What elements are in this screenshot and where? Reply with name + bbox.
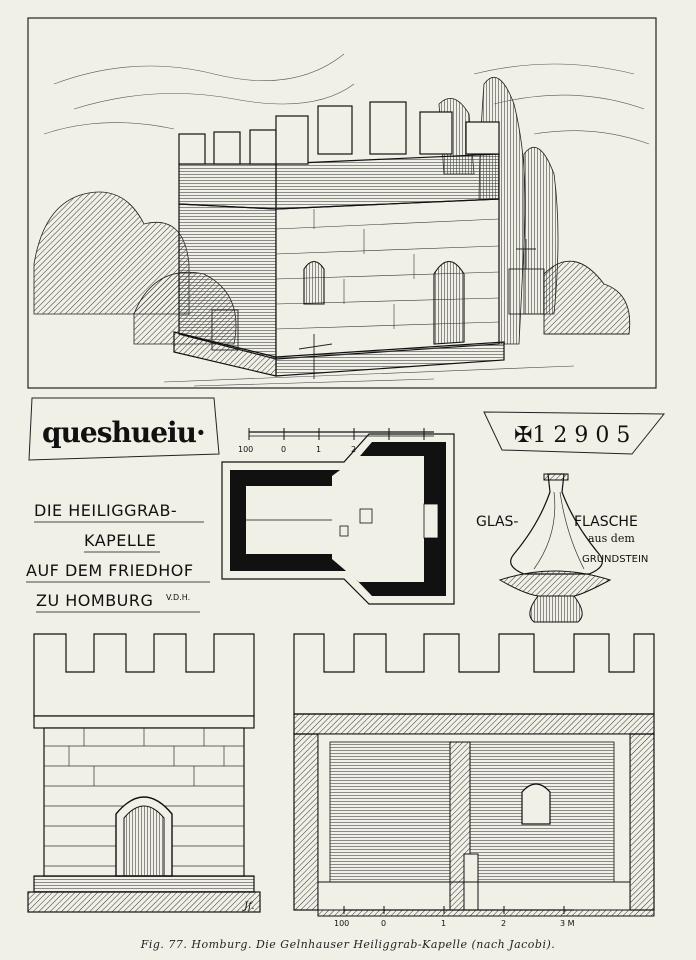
scale-top-tick-2: 1 (316, 445, 321, 454)
title-line-4-sup: V.D.H. (166, 593, 190, 602)
signature: Jf. (242, 901, 255, 912)
bottle-label-glas: GLAS- (476, 514, 519, 530)
figure-caption-text: Fig. 77. Homburg. Die Gelnhauser Heiligg… (140, 938, 556, 951)
gothic-inscription-panel: queshueiu· (28, 397, 220, 461)
title-line-4: ZU HOMBURG (36, 591, 153, 610)
plate-drawing: queshueiu· ✠1 2 9 0 5 100 0 1 2 3 4 M DI… (26, 17, 666, 928)
scale-top-tick-0: 100 (238, 445, 253, 454)
date-inscription-text: ✠1 2 9 0 5 (514, 423, 630, 448)
title-line-3: AUF DEM FRIEDHOF (26, 561, 194, 580)
bottle-label-grundstein: GRUNDSTEIN (582, 554, 648, 565)
scale-top-tick-3: 2 (351, 445, 356, 454)
scale-top-tick-1: 0 (281, 445, 286, 454)
title-block: DIE HEILIGGRAB- KAPELLE AUF DEM FRIEDHOF… (26, 501, 210, 613)
bottle-label: GLAS- FLASCHE aus dem GRUNDSTEIN (476, 514, 648, 565)
scale-bottom-tick-3: 2 (501, 919, 506, 928)
gothic-inscription-text: queshueiu· (42, 416, 205, 449)
title-line-1: DIE HEILIGGRAB- (34, 501, 177, 520)
title-line-2: KAPELLE (84, 531, 156, 550)
glass-bottle (498, 473, 612, 623)
scale-bar-bottom: 100 0 1 2 3 M (334, 906, 575, 928)
bottle-label-aus-dem: aus dem (588, 532, 635, 545)
floor-plan (221, 433, 455, 605)
bottle-label-flasche: FLASCHE (574, 514, 638, 530)
scale-bottom-tick-2: 1 (441, 919, 446, 928)
illustration-plate: queshueiu· ✠1 2 9 0 5 100 0 1 2 3 4 M DI… (14, 14, 682, 932)
front-elevation: Jf. (27, 633, 261, 913)
scale-bottom-tick-4: 3 M (560, 919, 575, 928)
section-elevation (293, 633, 655, 917)
figure-caption: Fig. 77. Homburg. Die Gelnhauser Heiligg… (0, 938, 696, 951)
perspective-view (27, 17, 657, 389)
scale-bottom-tick-0: 100 (334, 919, 349, 928)
scale-bottom-tick-1: 0 (381, 919, 386, 928)
date-inscription-panel: ✠1 2 9 0 5 (483, 411, 666, 455)
